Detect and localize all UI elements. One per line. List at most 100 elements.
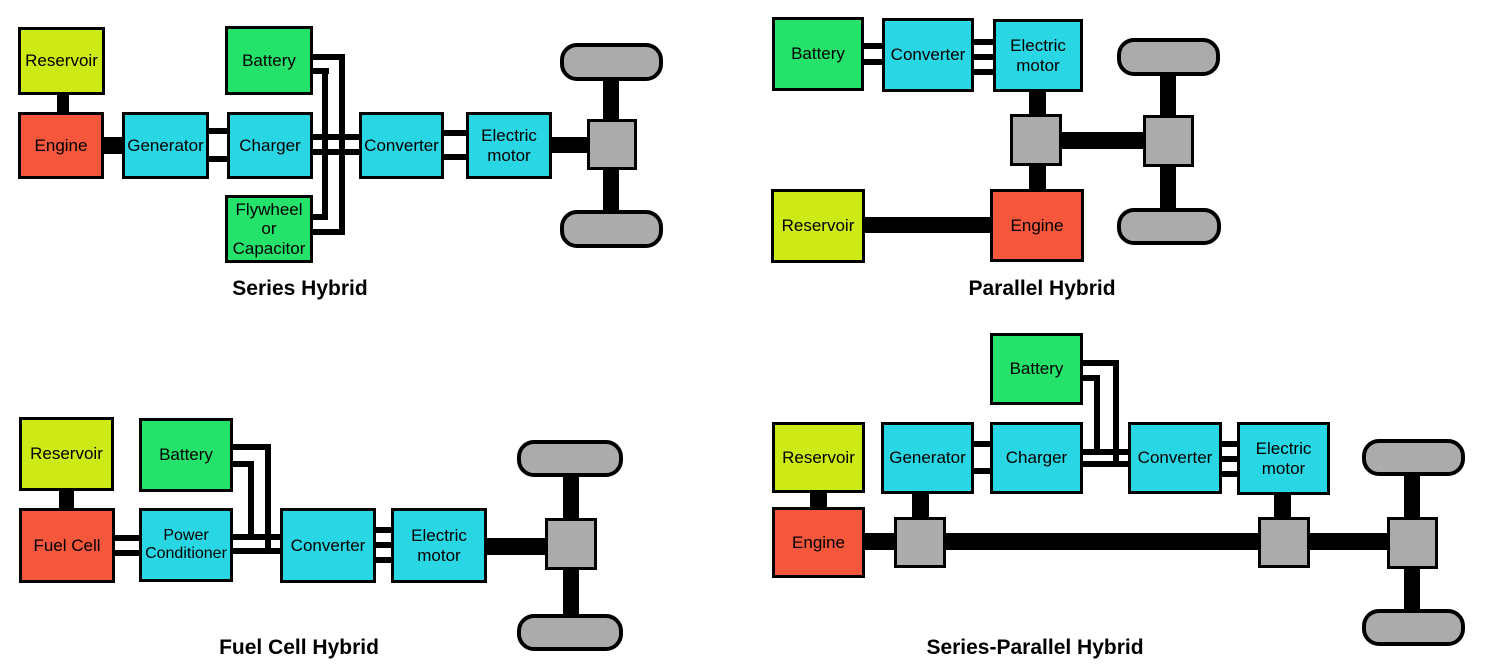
sp-battery-box: Battery (990, 333, 1083, 405)
series-fuel-line (57, 95, 69, 112)
parallel-gearbox-engine-shaft (1029, 164, 1046, 190)
sp-battery-out-wire-2 (1083, 375, 1100, 381)
parallel-differential (1143, 115, 1194, 167)
series-motor-box: Electric motor (466, 112, 552, 179)
fuelcell-reservoir-box: Reservoir (19, 417, 114, 491)
series-differential (587, 119, 637, 170)
sp-charger-converter-wire-1 (1083, 449, 1128, 455)
sp-generator-charger-wire-1 (974, 441, 990, 447)
series-engine-generator-shaft (104, 137, 122, 154)
parallel-reservoir-box: Reservoir (771, 189, 865, 263)
fuelcell-battery-out-wire-1 (233, 444, 271, 450)
fuelcell-pc-converter-wire-1 (233, 534, 280, 540)
fuelcell-converter-motor-wire-2 (376, 542, 391, 548)
series-battery-out-wire-2 (313, 68, 329, 74)
parallel-battery-converter-wire-2 (864, 59, 882, 65)
series-bus-vertical-outer (339, 54, 345, 235)
parallel-hybrid-title: Parallel Hybrid (968, 277, 1116, 300)
parallel-wheel-top (1117, 38, 1220, 76)
fuelcell-axle-bottom (563, 568, 579, 616)
sp-axle-bottom (1404, 568, 1420, 611)
sp-wheel-top (1362, 439, 1465, 476)
fuelcell-axle-top (563, 475, 579, 520)
fuelcell-converter-motor-wire-3 (376, 557, 391, 563)
series-converter-motor-wire-1 (444, 130, 466, 136)
parallel-engine-box: Engine (990, 189, 1084, 262)
series-charger-converter-wire-1 (313, 134, 359, 140)
series-battery-box: Battery (225, 26, 313, 95)
sp-generator-gearbox-shaft (912, 494, 929, 518)
parallel-motor-box: Electric motor (993, 19, 1083, 92)
series-generator-charger-wire-2 (209, 156, 227, 162)
sp-motor-box: Electric motor (1237, 422, 1330, 495)
parallel-gearbox-differential-shaft (1062, 132, 1143, 149)
sp-axle-top (1404, 474, 1420, 518)
sp-charger-converter-wire-2 (1083, 461, 1128, 467)
fuelcell-fc-pc-wire-1 (115, 535, 139, 541)
sp-gearbox-motor (1258, 517, 1310, 568)
series-wheel-bottom (560, 210, 663, 248)
fuelcell-fc-pc-wire-2 (115, 550, 139, 556)
sp-converter-box: Converter (1128, 422, 1222, 494)
parallel-wheel-bottom (1117, 208, 1221, 245)
fuelcell-converter-motor-wire-1 (376, 527, 391, 533)
series-flywheel-box: Flywheel or Capacitor (225, 195, 313, 263)
parallel-axle-top (1160, 74, 1176, 117)
parallel-fuel-line (865, 217, 990, 233)
fuelcell-motor-differential-shaft (487, 538, 545, 555)
series-flywheel-out-wire-1 (313, 214, 328, 220)
series-wheel-top (560, 43, 663, 81)
fuel-cell-hybrid-title: Fuel Cell Hybrid (219, 636, 379, 659)
sp-generator-box: Generator (881, 422, 974, 494)
series-generator-box: Generator (122, 112, 209, 179)
sp-wheel-bottom (1362, 609, 1465, 646)
sp-converter-motor-wire-1 (1222, 441, 1237, 447)
fuelcell-motor-box: Electric motor (391, 508, 487, 583)
fuelcell-power-conditioner-box: Power Conditioner (139, 508, 233, 582)
series-charger-box: Charger (227, 112, 313, 179)
sp-generator-charger-wire-2 (974, 468, 990, 474)
sp-battery-out-wire-1 (1083, 360, 1119, 366)
series-axle-bottom (603, 168, 619, 212)
series-motor-differential-shaft (552, 137, 588, 153)
fuelcell-wheel-bottom (517, 614, 623, 651)
series-axle-top (603, 76, 619, 122)
sp-motor-gearbox-shaft (1274, 495, 1291, 518)
parallel-battery-box: Battery (772, 17, 864, 91)
sp-bus-vertical-inner (1094, 375, 1100, 455)
sp-converter-motor-wire-2 (1222, 456, 1237, 462)
series-converter-motor-wire-2 (444, 154, 466, 160)
sp-bus-vertical-outer (1113, 360, 1119, 467)
sp-drive-shaft (865, 533, 1387, 550)
fuelcell-bus-vertical-outer (265, 444, 271, 554)
sp-engine-box: Engine (772, 507, 865, 578)
series-parallel-hybrid-title: Series-Parallel Hybrid (926, 636, 1144, 659)
sp-reservoir-box: Reservoir (772, 422, 865, 493)
sp-differential (1387, 517, 1438, 569)
fuelcell-bus-vertical-inner (248, 461, 254, 540)
parallel-battery-converter-wire-1 (864, 43, 882, 49)
sp-converter-motor-wire-3 (1222, 471, 1237, 477)
sp-charger-box: Charger (990, 422, 1083, 494)
series-hybrid-title: Series Hybrid (232, 277, 368, 300)
sp-fuel-line (810, 493, 827, 508)
series-generator-charger-wire-1 (209, 128, 227, 134)
fuelcell-converter-box: Converter (280, 508, 376, 583)
series-engine-box: Engine (18, 112, 104, 179)
parallel-motor-gearbox-shaft (1029, 90, 1046, 116)
series-flywheel-out-wire-2 (313, 229, 345, 235)
parallel-gearbox (1010, 114, 1062, 166)
parallel-converter-box: Converter (882, 18, 974, 92)
fuelcell-battery-box: Battery (139, 418, 233, 492)
fuelcell-wheel-top (517, 440, 623, 477)
fuelcell-pc-converter-wire-2 (233, 548, 280, 554)
fuelcell-fuel-line (59, 491, 74, 508)
parallel-converter-motor-wire-1 (974, 39, 993, 45)
fuelcell-differential (545, 518, 597, 570)
fuelcell-battery-out-wire-2 (233, 461, 254, 467)
parallel-converter-motor-wire-2 (974, 54, 993, 60)
series-reservoir-box: Reservoir (18, 27, 105, 95)
series-converter-box: Converter (359, 112, 444, 179)
sp-gearbox-generator (894, 517, 946, 568)
